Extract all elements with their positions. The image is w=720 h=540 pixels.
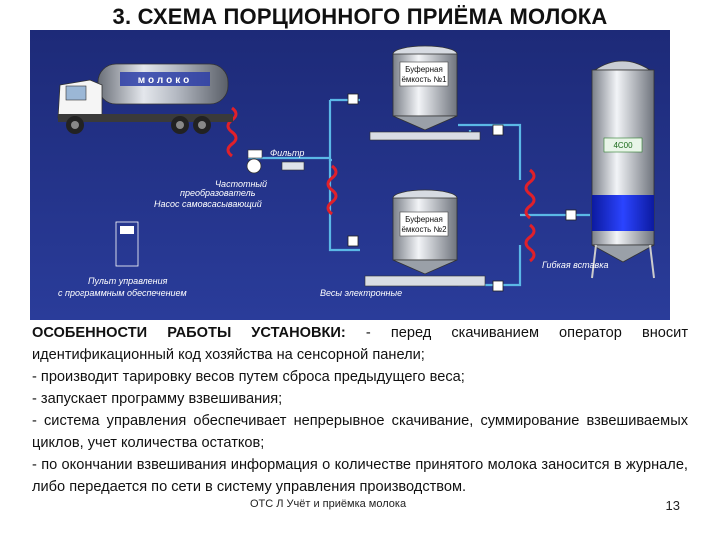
footer-course: ОТС Л Учёт и приёмка молока [250,498,407,510]
filter-label: Фильтр [270,148,304,158]
description-first-paragraph: ОСОБЕННОСТИ РАБОТЫ УСТАНОВКИ: - перед ск… [32,322,688,366]
tank1-label-line2: ёмкость №1 [401,75,447,84]
description-line: - по окончании взвешивания информация о … [32,457,688,495]
buffer-tank-1: Буферная ёмкость №1 [369,45,481,141]
panel-label-line2: с программным обеспечением [58,288,187,298]
filter-unit: Фильтр [247,148,304,171]
description-text: ОСОБЕННОСТИ РАБОТЫ УСТАНОВКИ: - перед ск… [32,322,688,498]
page-number: 13 [665,498,680,513]
description-line: - производит тарировку весов путем сброс… [32,369,465,385]
storage-tank: 4С00 [591,60,655,279]
flexible-hoses [226,106,536,263]
panel-label-line1: Пульт управления [88,276,168,286]
milk-truck: молоко [57,63,233,134]
tank1-label-line1: Буферная [405,65,443,74]
control-panel: Пульт управления с программным обеспечен… [58,221,187,298]
description-line: - система управления обеспечивает непрер… [32,413,688,451]
page-title: 3. СХЕМА ПОРЦИОННОГО ПРИЁМА МОЛОКА [112,4,608,29]
pump-label-line2: преобразователь [180,188,256,198]
slide-footer: ОТС Л Учёт и приёмка молока 13 [250,498,680,513]
flexible-insert-label: Гибкая вставка [542,260,609,270]
description-lead-rest: - перед скачиванием оператор вносит иден… [32,325,689,363]
pump-label-line1: Частотный [215,179,267,189]
tank2-label-line1: Буферная [405,215,443,224]
valves [347,93,577,292]
description-lead: ОСОБЕННОСТИ РАБОТЫ УСТАНОВКИ: [32,325,346,341]
pump-label-line3: Насос самовсасывающий [154,199,262,209]
pump-unit: Частотный преобразователь Насос самовсас… [154,158,267,209]
tank2-label-line2: ёмкость №2 [401,225,447,234]
truck-label: молоко [138,75,192,86]
storage-tank-label: 4С00 [613,141,633,150]
milk-intake-diagram: молоко Буферная ёмкость №1 Буферная ёмко… [30,30,670,320]
buffer-tank-2: Буферная ёмкость №2 [364,189,486,287]
scales-label: Весы электронные [320,288,402,298]
description-line: - запускает программу взвешивания; [32,391,283,407]
